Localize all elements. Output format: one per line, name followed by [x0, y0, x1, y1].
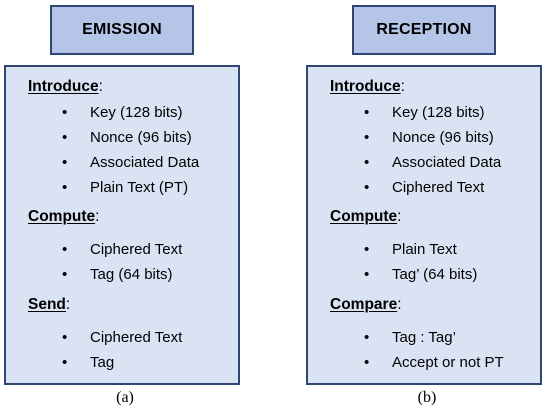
bullet-icon: • — [364, 266, 370, 283]
emission-section-introduce: Introduce: — [28, 78, 103, 96]
list-item: • Associated Data — [62, 154, 199, 172]
section-colon: : — [400, 78, 405, 95]
list-item: • Tag (64 bits) — [62, 266, 173, 284]
item-text: Nonce (96 bits) — [90, 129, 192, 146]
emission-caption: (a) — [116, 389, 134, 406]
list-item: • Nonce (96 bits) — [62, 129, 192, 147]
section-title: Send — [28, 296, 66, 313]
emission-section-compute: Compute: — [28, 208, 99, 226]
list-item: • Tag : Tag’ — [364, 329, 456, 347]
bullet-icon: • — [364, 241, 370, 258]
reception-header: RECEPTION — [352, 5, 496, 55]
section-colon: : — [397, 296, 402, 313]
list-item: • Plain Text — [364, 241, 457, 259]
reception-panel: RECEPTION Introduce: • Key (128 bits) • No… — [306, 0, 548, 411]
list-item: • Plain Text (PT) — [62, 179, 188, 197]
section-title: Introduce — [330, 78, 401, 95]
list-item: • Tag’ (64 bits) — [364, 266, 477, 284]
list-item: • Key (128 bits) — [62, 104, 183, 122]
bullet-icon: • — [62, 329, 68, 346]
bullet-icon: • — [62, 354, 68, 371]
bullet-icon: • — [364, 104, 370, 121]
list-item: • Tag — [62, 354, 114, 372]
list-item: • Nonce (96 bits) — [364, 129, 494, 147]
item-text: Accept or not PT — [392, 354, 504, 371]
bullet-icon: • — [364, 179, 370, 196]
emission-section-send: Send: — [28, 296, 70, 314]
item-text: Associated Data — [392, 154, 502, 171]
emission-panel: EMISSION Introduce: • Key (128 bits) • Non… — [4, 0, 246, 411]
bullet-icon: • — [364, 129, 370, 146]
item-text: Nonce (96 bits) — [392, 129, 494, 146]
item-text: Tag (64 bits) — [90, 266, 173, 283]
bullet-icon: • — [62, 266, 68, 283]
list-item: • Associated Data — [364, 154, 501, 172]
section-title: Introduce — [28, 78, 99, 95]
reception-section-compare: Compare: — [330, 296, 402, 314]
list-item: • Ciphered Text — [62, 329, 182, 347]
section-colon: : — [98, 78, 103, 95]
list-item: • Accept or not PT — [364, 354, 504, 372]
bullet-icon: • — [62, 154, 68, 171]
bullet-icon: • — [62, 104, 68, 121]
section-colon: : — [397, 208, 402, 225]
bullet-icon: • — [62, 241, 68, 258]
section-colon: : — [95, 208, 100, 225]
bullet-icon: • — [62, 129, 68, 146]
bullet-icon: • — [364, 354, 370, 371]
item-text: Ciphered Text — [392, 179, 485, 196]
item-text: Tag — [90, 354, 115, 371]
item-text: Tag’ (64 bits) — [392, 266, 478, 283]
bullet-icon: • — [62, 179, 68, 196]
section-title: Compute — [28, 208, 96, 225]
item-text: Associated Data — [90, 154, 200, 171]
section-title: Compare — [330, 296, 398, 313]
list-item: • Ciphered Text — [62, 241, 182, 259]
bullet-icon: • — [364, 329, 370, 346]
emission-header: EMISSION — [50, 5, 194, 55]
reception-section-compute: Compute: — [330, 208, 401, 226]
item-text: Key (128 bits) — [90, 104, 183, 121]
item-text: Plain Text — [392, 241, 457, 258]
list-item: • Key (128 bits) — [364, 104, 485, 122]
item-text: Ciphered Text — [90, 241, 183, 258]
emission-content-box: Introduce: • Key (128 bits) • Nonce (96 bi… — [4, 65, 240, 385]
section-colon: : — [65, 296, 71, 313]
section-title: Compute — [330, 208, 398, 225]
bullet-icon: • — [364, 154, 370, 171]
item-text: Plain Text (PT) — [90, 179, 189, 196]
item-text: Ciphered Text — [90, 329, 183, 346]
reception-caption: (b) — [417, 389, 437, 406]
reception-content-box: Introduce: • Key (128 bits) • Nonce (96 bi… — [306, 65, 542, 385]
reception-section-introduce: Introduce: — [330, 78, 405, 96]
item-text: Tag : Tag’ — [392, 329, 456, 346]
list-item: • Ciphered Text — [364, 179, 484, 197]
item-text: Key (128 bits) — [392, 104, 485, 121]
